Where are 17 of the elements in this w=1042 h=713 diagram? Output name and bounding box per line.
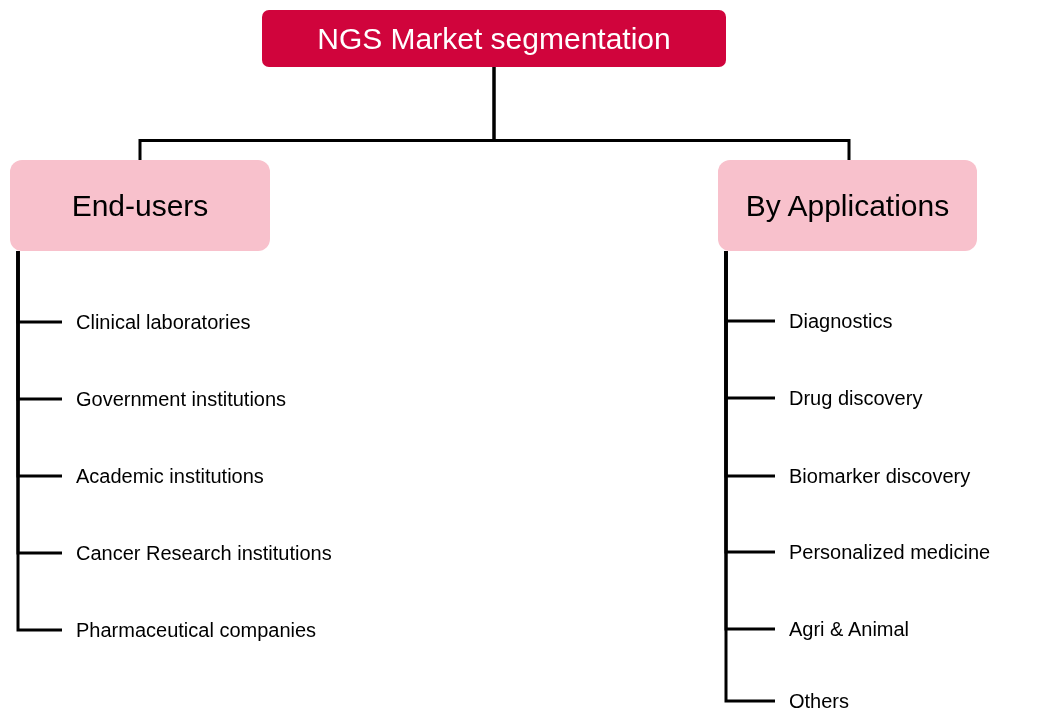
segment-label: Diagnostics — [775, 306, 893, 336]
title-box: NGS Market segmentation — [262, 10, 726, 67]
category-box: End-users — [10, 160, 270, 251]
segment-label: Agri & Animal — [775, 614, 910, 644]
segment-label: Academic institutions — [62, 461, 264, 491]
segment-label: Government institutions — [62, 384, 287, 414]
segment-label: Drug discovery — [775, 383, 923, 413]
segment-label: Others — [775, 686, 850, 713]
category-box: By Applications — [718, 160, 977, 251]
connector-line — [724, 251, 775, 703]
segment-label: Pharmaceutical companies — [62, 615, 317, 645]
segment-label: Personalized medicine — [775, 537, 991, 567]
connector-line — [16, 251, 62, 632]
segment-label: Biomarker discovery — [775, 461, 971, 491]
segment-label: Clinical laboratories — [62, 307, 251, 337]
segment-label: Cancer Research institutions — [62, 538, 332, 568]
connector-line — [492, 67, 851, 160]
